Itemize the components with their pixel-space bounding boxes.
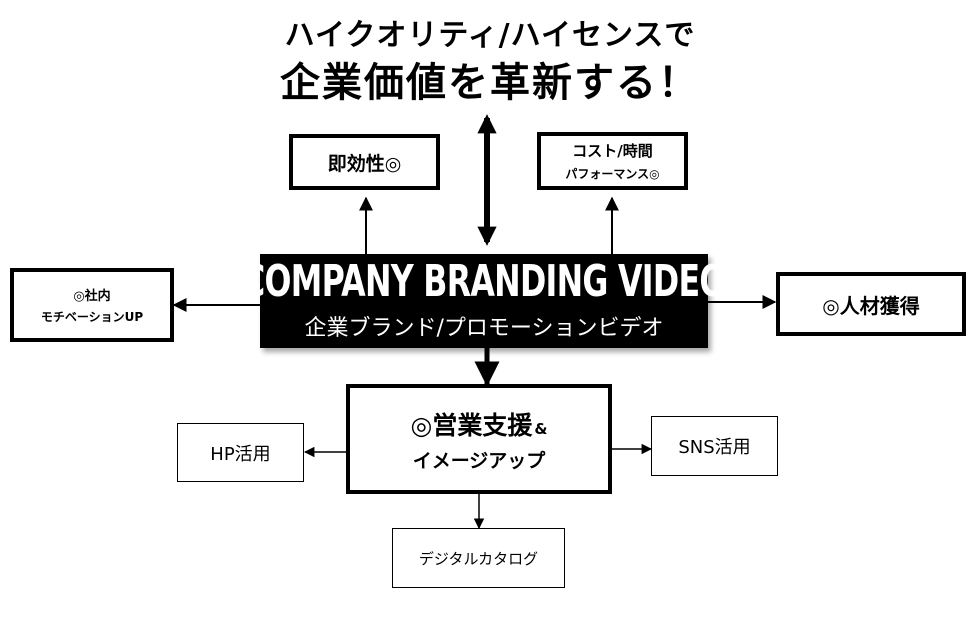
cost-label-line1: コスト/時間	[572, 142, 653, 160]
hp-usage-box: HP活用	[177, 423, 304, 482]
headline-line2: 企業価値を革新する！	[280, 60, 700, 106]
sales-label-line2: イメージアップ	[412, 449, 546, 472]
immediacy-label: 即効性◎	[327, 152, 402, 175]
headline-line1: ハイクオリティ/ハイセンスで	[284, 18, 696, 53]
sales-support-box: ◎営業支援 & イメージアップ	[346, 384, 612, 494]
recruitment-box: ◎人材獲得	[776, 272, 966, 336]
center-title: COMPANY BRANDING VIDEO	[242, 256, 726, 307]
digital-catalog-box: デジタルカタログ	[392, 528, 565, 588]
recruitment-label: ◎人材獲得	[822, 293, 920, 318]
internal-label-line2: モチベーションUP	[40, 310, 144, 324]
sns-label: SNS活用	[678, 437, 751, 458]
cost-box: コスト/時間 パフォーマンス◎	[537, 132, 688, 190]
hp-label: HP活用	[210, 443, 271, 465]
internal-label-line1: ◎社内	[73, 289, 111, 304]
sns-usage-box: SNS活用	[651, 416, 778, 476]
immediacy-box: 即効性◎	[289, 134, 440, 190]
center-subtitle: 企業ブランド/プロモーションビデオ	[304, 316, 664, 341]
catalog-label: デジタルカタログ	[418, 549, 539, 568]
internal-motivation-box: ◎社内 モチベーションUP	[10, 268, 174, 342]
cost-label-line2: パフォーマンス◎	[565, 167, 660, 181]
sales-label-line1: ◎営業支援	[410, 410, 533, 440]
sales-label-amp: &	[534, 419, 548, 438]
company-branding-video-box: COMPANY BRANDING VIDEO 企業ブランド/プロモーションビデオ	[242, 254, 727, 348]
